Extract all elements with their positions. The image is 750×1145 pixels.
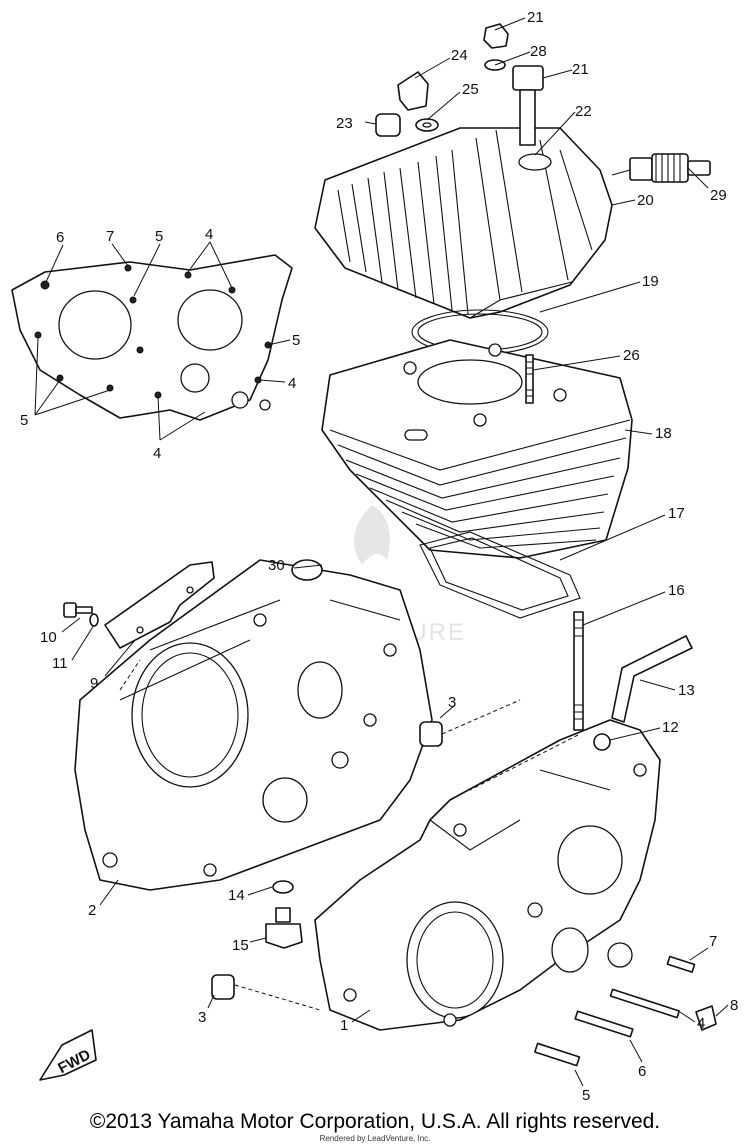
- label-29: 29: [710, 187, 727, 204]
- right-fasteners: [534, 955, 717, 1067]
- label-7-inset: 7: [106, 228, 114, 245]
- ball-12: [593, 733, 611, 751]
- label-21: 21: [572, 61, 589, 78]
- base-gasket: [419, 531, 581, 619]
- label-25: 25: [462, 81, 479, 98]
- label-17: 17: [668, 505, 685, 522]
- small-caps: [375, 71, 439, 137]
- left-crankcase: [74, 559, 433, 891]
- assembly-lines: [119, 659, 579, 1011]
- dowel-lower: [211, 974, 235, 1000]
- spark-plug: [611, 153, 711, 183]
- label-8: 8: [730, 997, 738, 1014]
- label-3-upper: 3: [448, 694, 456, 711]
- label-4-inset-right: 4: [288, 375, 296, 392]
- label-13: 13: [678, 682, 695, 699]
- label-22: 22: [575, 103, 592, 120]
- fwd-arrow: FWD: [39, 1029, 97, 1081]
- leader-lines: [34, 17, 729, 1087]
- bracket-9: [104, 561, 215, 649]
- label-26: 26: [623, 347, 640, 364]
- label-5-inset-top: 5: [155, 228, 163, 245]
- stud-26: [525, 354, 534, 404]
- label-14: 14: [228, 887, 245, 904]
- label-7-right: 7: [709, 933, 717, 950]
- label-3-lower: 3: [198, 1009, 206, 1026]
- label-5-inset-right: 5: [292, 332, 300, 349]
- label-2: 2: [88, 902, 96, 919]
- label-21-top: 21: [527, 9, 544, 26]
- crankcase-gasket-inset: [11, 254, 293, 421]
- bolt-10: [63, 602, 99, 627]
- label-5-inset-left: 5: [20, 412, 28, 429]
- dowel-upper: [419, 721, 443, 747]
- label-6-inset: 6: [56, 229, 64, 246]
- label-19: 19: [642, 273, 659, 290]
- label-10: 10: [40, 629, 57, 646]
- label-4-inset-top: 4: [205, 226, 213, 243]
- label-4-right: 4: [697, 1015, 705, 1032]
- label-15: 15: [232, 937, 249, 954]
- cylinder-head: [314, 127, 613, 319]
- label-6-right: 6: [638, 1063, 646, 1080]
- label-30: 30: [268, 557, 285, 574]
- cap-30: [291, 559, 323, 581]
- label-24: 24: [451, 47, 468, 64]
- drain-plug: [265, 880, 303, 949]
- right-crankcase: [314, 719, 661, 1031]
- label-20: 20: [637, 192, 654, 209]
- label-1: 1: [340, 1017, 348, 1034]
- label-23: 23: [336, 115, 353, 132]
- label-16: 16: [668, 582, 685, 599]
- label-9: 9: [90, 675, 98, 692]
- label-18: 18: [655, 425, 672, 442]
- cylinder: [321, 339, 633, 559]
- copyright-notice: ©2013 Yamaha Motor Corporation, U.S.A. A…: [89, 1110, 661, 1133]
- render-credit: Rendered by LeadVenture, Inc.: [319, 1134, 431, 1143]
- stud-16: [573, 611, 584, 731]
- label-11: 11: [52, 655, 68, 672]
- tube-13: [611, 635, 693, 723]
- part-labels: 21 28 21 24 25 23 22 20 29 19 26 18 17 1…: [20, 9, 738, 1104]
- label-12: 12: [662, 719, 679, 736]
- label-4-inset-bottom: 4: [153, 445, 161, 462]
- label-28: 28: [530, 43, 547, 60]
- label-5-right: 5: [582, 1087, 590, 1104]
